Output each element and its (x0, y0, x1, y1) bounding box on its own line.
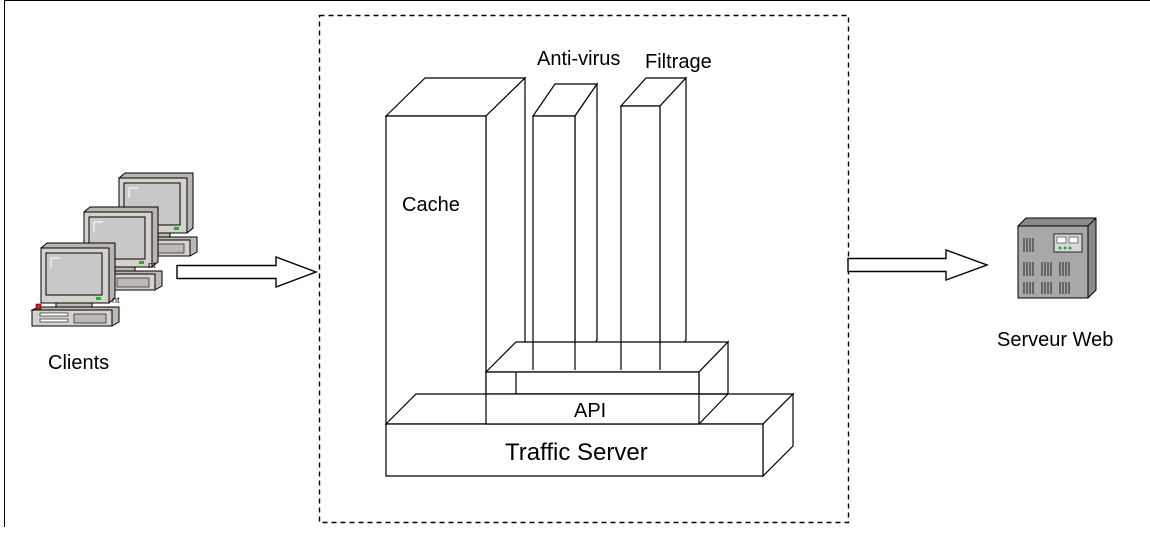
overlapped-label-mid: nt (148, 260, 156, 270)
antivirus-column (531, 82, 599, 372)
cache-label: Cache (402, 194, 460, 216)
server-tower-icon (1017, 217, 1097, 299)
web-server-label: Serveur Web (997, 329, 1113, 351)
arrow-to-server-icon (847, 248, 990, 282)
traffic-server-label: Traffic Server (505, 439, 648, 466)
api-label: API (574, 400, 606, 422)
antivirus-label: Anti-virus (537, 48, 620, 70)
cache-column (384, 76, 527, 425)
client-computers-icon: nt nt (31, 172, 198, 327)
arrow-to-proxy-icon (176, 255, 318, 289)
filtrage-label: Filtrage (645, 51, 712, 73)
filtrage-column (619, 76, 688, 372)
overlapped-label-front: nt (112, 295, 120, 305)
proxy-boundary (318, 14, 850, 524)
clients-label: Clients (48, 352, 109, 374)
